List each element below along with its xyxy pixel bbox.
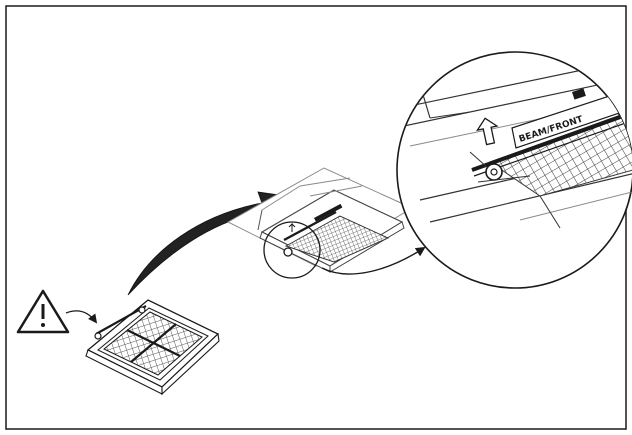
removed-filter-panel [85, 299, 220, 396]
warning-pointer-arrow [65, 310, 98, 324]
diagram-frame [5, 5, 627, 430]
up-arrow-icon [475, 117, 499, 146]
detail-focus-circle [263, 221, 321, 279]
warning-triangle-icon [16, 289, 70, 334]
zoom-connector-arrow [321, 246, 426, 275]
ceiling-unit [226, 167, 414, 273]
zoom-detail-view: BEAM/FRONT [396, 51, 632, 289]
